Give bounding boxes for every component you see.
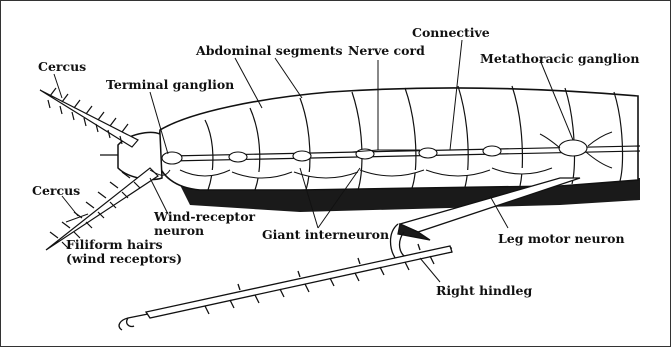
wind-receptor-line1: Wind-receptor bbox=[154, 210, 255, 224]
label-giant-interneuron: Giant interneuron bbox=[262, 228, 389, 242]
label-filiform-hairs: Filiform hairs (wind receptors) bbox=[66, 238, 182, 266]
filiform-hairs-line1: Filiform hairs bbox=[66, 238, 182, 252]
label-abdominal-segments: Abdominal segments bbox=[196, 44, 343, 58]
wind-receptor-line2: neuron bbox=[154, 224, 255, 238]
cercus-upper-drawing bbox=[40, 88, 138, 147]
label-cercus-lower: Cercus bbox=[32, 184, 80, 198]
label-cercus-upper: Cercus bbox=[38, 60, 86, 74]
label-wind-receptor-neuron: Wind-receptor neuron bbox=[154, 210, 255, 238]
label-right-hindleg: Right hindleg bbox=[436, 284, 532, 298]
label-terminal-ganglion: Terminal ganglion bbox=[106, 78, 234, 92]
label-metathoracic-ganglion: Metathoracic ganglion bbox=[480, 52, 639, 66]
label-leg-motor-neuron: Leg motor neuron bbox=[498, 232, 625, 246]
filiform-hairs-line2: (wind receptors) bbox=[66, 252, 182, 266]
label-nerve-cord: Nerve cord bbox=[348, 44, 425, 58]
label-connective: Connective bbox=[412, 26, 490, 40]
